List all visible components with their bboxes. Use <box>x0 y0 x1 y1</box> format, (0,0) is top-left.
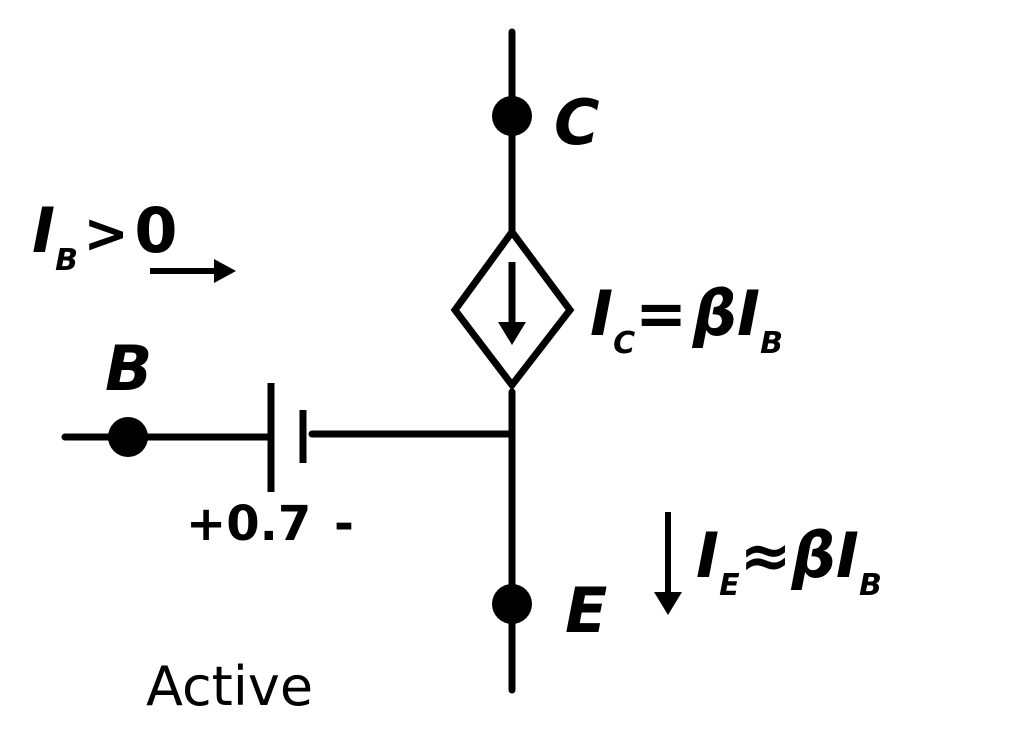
emitter-current-rhs-subscript: B <box>859 568 882 603</box>
base-current-value: 0 <box>134 194 178 267</box>
battery-label: +0.7 - <box>186 500 354 548</box>
base-current-expression: IB > 0 <box>32 200 178 276</box>
collector-current-symbol: I <box>590 277 614 350</box>
collector-current-rhs-subscript: B <box>760 326 783 361</box>
base-current-subscript: B <box>55 243 78 278</box>
emitter-terminal <box>492 584 532 624</box>
emitter-current-expression: IE≈βIB <box>696 525 882 601</box>
base-current-relation: > <box>83 202 129 265</box>
base-current-symbol: I <box>32 194 56 267</box>
battery-minus: - <box>333 496 354 552</box>
emitter-current-arrow-head <box>654 592 682 615</box>
collector-current-factor: β <box>692 277 738 350</box>
emitter-current-rhs-symbol: I <box>835 519 859 592</box>
emitter-current-factor: β <box>791 519 836 592</box>
collector-current-rhs-symbol: I <box>737 277 761 350</box>
emitter-current-relation: ≈ <box>739 519 792 592</box>
source-arrow-head <box>498 322 526 345</box>
emitter-current-symbol: I <box>696 519 720 592</box>
base-current-arrow-head <box>214 259 236 283</box>
base-label: B <box>105 332 153 405</box>
battery-plus: + <box>186 496 227 552</box>
mode-label: Active <box>146 655 314 718</box>
emitter-current-subscript: E <box>719 568 740 603</box>
dependent-current-source <box>450 226 575 391</box>
collector-terminal <box>492 96 532 136</box>
collector-current-subscript: C <box>613 326 636 361</box>
battery-voltage: 0.7 <box>226 496 312 552</box>
collector-label: C <box>554 86 600 159</box>
emitter-label: E <box>565 574 608 647</box>
collector-current-expression: IC= βIB <box>590 283 783 359</box>
collector-current-relation: = <box>635 277 688 350</box>
